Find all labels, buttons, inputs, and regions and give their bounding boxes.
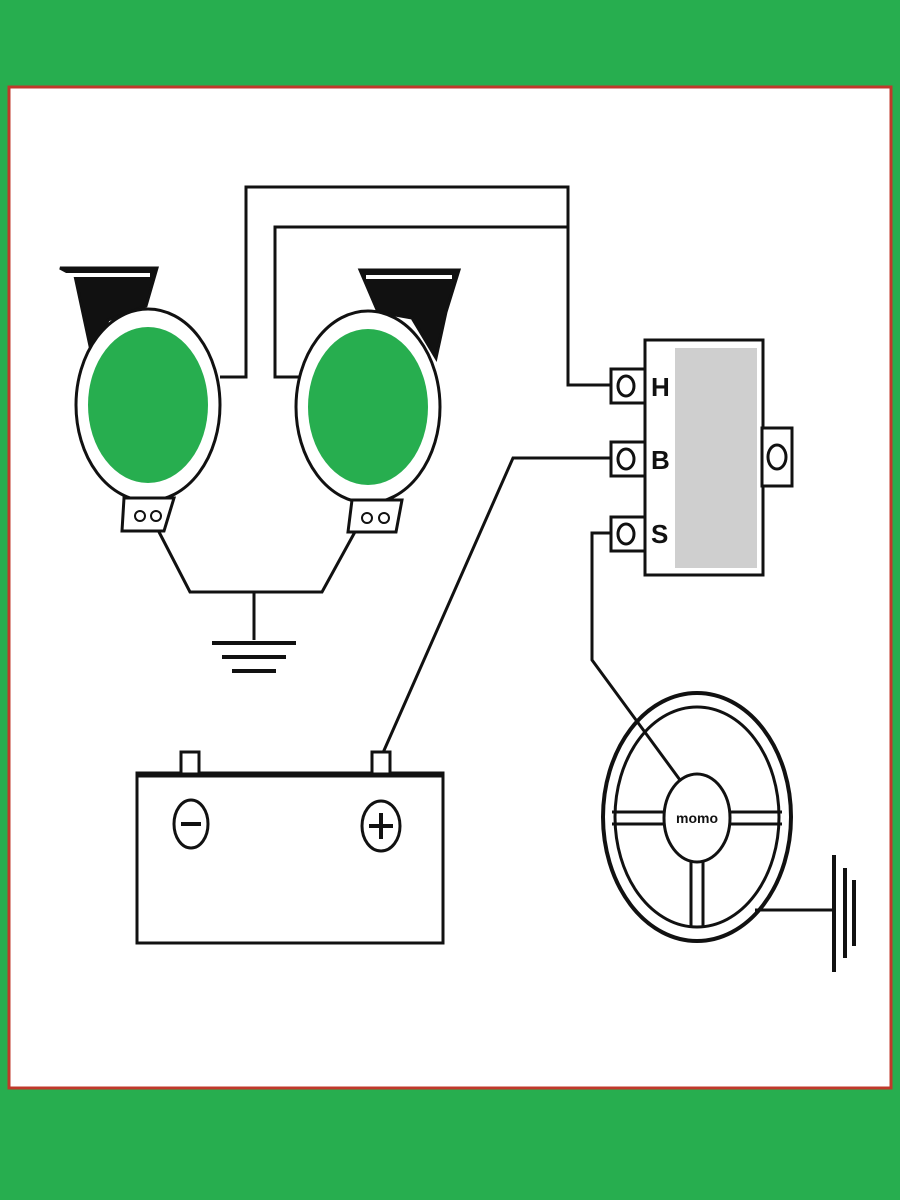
- steering-hub-label: momo: [676, 810, 718, 826]
- ground-icon: [212, 641, 296, 673]
- steering-wheel-icon: momo: [601, 691, 793, 943]
- wire-right-horn-to-h: [273, 225, 568, 379]
- relay-icon: H B S: [609, 338, 794, 577]
- battery-positive-terminal: [360, 799, 402, 853]
- battery-positive-post: [370, 750, 392, 776]
- ground-icon: [832, 855, 856, 972]
- battery-negative-terminal: [172, 798, 210, 850]
- terminal-label-h: H: [651, 372, 670, 402]
- wire-battery-to-b: [380, 456, 612, 756]
- relay-terminal-s: [609, 515, 647, 553]
- wire-horns-to-ground: [156, 529, 358, 594]
- relay-terminal-h: [609, 367, 647, 405]
- relay-terminal-b: [609, 440, 647, 478]
- battery-negative-post: [179, 750, 201, 776]
- horn-icon: [59, 266, 222, 533]
- wires: [156, 185, 832, 912]
- battery-body: [135, 771, 445, 945]
- steering-hub: [662, 772, 732, 864]
- wire-left-horn-to-h: [220, 185, 612, 387]
- battery-icon: [135, 750, 445, 945]
- horn-icon: [294, 268, 462, 534]
- terminal-label-s: S: [651, 519, 668, 549]
- terminal-label-b: B: [651, 445, 670, 475]
- relay-face: [675, 348, 757, 568]
